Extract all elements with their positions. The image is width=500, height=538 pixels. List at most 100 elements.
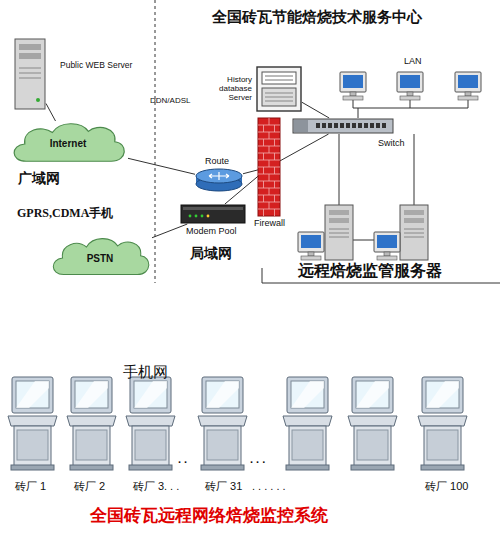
region-label: 广域网: [18, 171, 60, 187]
switch-plate: [294, 120, 308, 132]
lan-wire: [410, 100, 411, 108]
kiosk-cabinet: [424, 426, 461, 466]
device-note: GPRS,CDMA手机: [17, 207, 113, 221]
kiosk-panel: [427, 430, 458, 460]
kiosk-panel: [135, 430, 166, 460]
firewall-wall: [258, 118, 280, 216]
brick-line: [263, 125, 264, 132]
kiosk-shelf: [198, 416, 247, 426]
ellipsis-mark: . . .: [250, 453, 265, 466]
brick-line: [263, 167, 264, 174]
kiosk-frame: [202, 377, 243, 413]
shape-outline: [64, 376, 119, 471]
kiosk-screen: [16, 381, 49, 408]
brick-line: [263, 139, 264, 146]
switch-port: [358, 123, 362, 128]
kiosk-glare: [75, 381, 108, 408]
brick-line: [269, 188, 270, 195]
node-label: 砖厂 31: [205, 480, 242, 493]
switch-port: [364, 123, 368, 128]
kiosk-terminal: [283, 377, 332, 470]
shape-outline: [292, 118, 394, 134]
modem-led: [201, 215, 204, 218]
diagram-caption: 全国砖瓦远程网络焙烧监控系统: [90, 506, 328, 526]
kiosk-cabinet: [132, 426, 169, 466]
lan-pc: [397, 72, 423, 100]
kiosk-foot: [421, 465, 464, 470]
kiosk-terminal: 砖厂 1: [5, 376, 60, 471]
shape-outline: [415, 376, 470, 471]
brick-line: [274, 125, 275, 132]
db-server-slot: [265, 76, 293, 77]
kiosk-shelf: [126, 416, 175, 426]
lan-pc: [340, 72, 366, 100]
db-server-slot: [265, 97, 293, 98]
brick-line: [269, 202, 270, 209]
brick-line: [274, 139, 275, 146]
network-switch: Switch: [292, 118, 394, 134]
kiosk-cabinet: [204, 426, 241, 466]
monitor-server: [400, 205, 428, 260]
kiosk-screen: [75, 381, 108, 408]
shape-outline: [256, 66, 302, 112]
router: Route: [195, 168, 243, 192]
kiosk-shelf: [8, 416, 57, 426]
brick-line: [269, 146, 270, 153]
network-label: LAN: [404, 56, 422, 66]
brick-line: [263, 195, 264, 202]
kiosk-frame: [130, 377, 171, 413]
kiosk-glare: [16, 381, 49, 408]
node-label: 砖厂 100: [425, 480, 468, 493]
node-label: Switch: [378, 138, 405, 148]
switch-port: [328, 123, 332, 128]
lan-wire: [468, 100, 469, 108]
network-cloud: Internet: [8, 121, 128, 167]
kiosk-screen: [426, 381, 459, 408]
network-link: [152, 224, 187, 238]
node-label: Internet: [8, 138, 128, 150]
server-slot: [19, 78, 41, 79]
brick-line: [263, 181, 264, 188]
kiosk-shelf: [418, 416, 467, 426]
switch-port: [376, 123, 380, 128]
brick-line: [269, 174, 270, 181]
node-label: PSTN: [48, 253, 152, 265]
node-label: Route: [205, 156, 229, 166]
db-server-slot: [265, 93, 293, 94]
kiosk-frame: [71, 377, 112, 413]
db-server-panel: [262, 72, 296, 84]
ellipsis-mark: . . .: [164, 480, 179, 493]
group-label: 远程焙烧监管服务器: [298, 262, 442, 280]
region-label: 局域网: [190, 246, 232, 262]
kiosk-cabinet: [73, 426, 110, 466]
brick-line: [269, 160, 270, 167]
server-wire: [339, 134, 340, 205]
shape-outline: [195, 168, 243, 192]
firewall: Firewall: [258, 118, 280, 216]
switch-port: [370, 123, 374, 128]
kiosk-terminal: 砖厂 100: [415, 376, 470, 471]
kiosk-panel: [76, 430, 107, 460]
kiosk-glare: [206, 381, 239, 408]
db-server-bay: [262, 88, 296, 106]
modem-pool: Modem Pool: [180, 204, 246, 224]
monitor-server: [325, 205, 353, 260]
shape-outline: [195, 376, 250, 471]
kiosk-panel: [207, 430, 238, 460]
kiosk-foot: [201, 465, 244, 470]
kiosk-screen: [206, 381, 239, 408]
server-slot: [19, 68, 41, 69]
db-server-body: [257, 67, 301, 111]
modem-edge: [183, 207, 243, 210]
kiosk-glare: [134, 381, 167, 408]
network-cloud: PSTN: [48, 236, 152, 280]
node-label: Public WEB Server: [60, 61, 132, 71]
shape-outline: [258, 118, 280, 216]
switch-port: [334, 123, 338, 128]
kiosk-foot: [70, 465, 113, 470]
kiosk-foot: [11, 465, 54, 470]
boundary-line: [155, 0, 156, 283]
network-link: [302, 102, 329, 118]
db-server-slot: [265, 80, 293, 81]
server-bay: [19, 53, 41, 59]
